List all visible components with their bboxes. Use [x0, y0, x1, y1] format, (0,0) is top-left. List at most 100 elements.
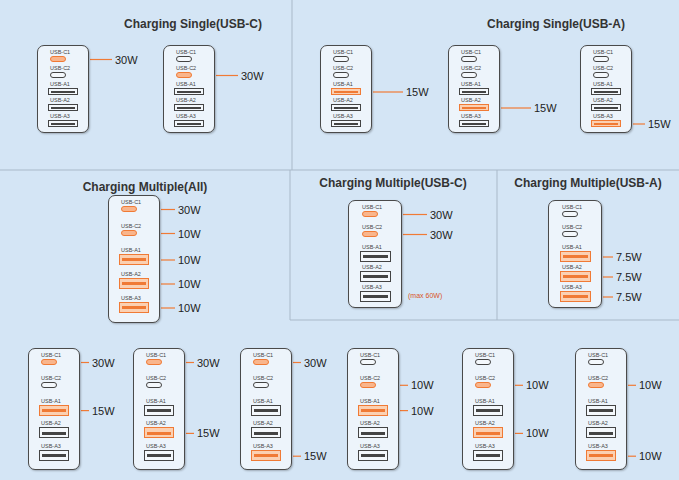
- port-tongue: [361, 454, 385, 457]
- charger-box: USB-C1USB-C2USB-A1USB-A2USB-A3: [575, 348, 627, 470]
- section-panel: Charging Single(USB-C) USB-C1USB-C2USB-A1…: [0, 0, 292, 170]
- usb-a-port: [459, 88, 489, 95]
- port-label: USB-C2: [461, 65, 481, 71]
- usb-a-port: [174, 88, 204, 95]
- wattage-label: 30W: [430, 229, 453, 241]
- port-label: USB-C2: [360, 375, 380, 381]
- usb-a-port: [360, 291, 391, 302]
- port-label: USB-A1: [475, 398, 495, 404]
- usb-c-port: [176, 56, 192, 62]
- wattage-label: 30W: [241, 70, 264, 82]
- usb-a-port: [119, 302, 149, 313]
- port-label: USB-C1: [461, 49, 481, 55]
- leader-line: [400, 410, 408, 411]
- usb-a-port: [560, 271, 591, 282]
- port-tongue: [363, 295, 388, 298]
- port-label: USB-A3: [176, 113, 196, 119]
- leader-line: [161, 233, 175, 234]
- usb-c-port: [41, 359, 57, 365]
- usb-a-port: [591, 88, 621, 95]
- port-label: USB-C2: [588, 375, 608, 381]
- charger-box: USB-C1USB-C2USB-A1USB-A2USB-A3: [240, 348, 292, 470]
- wattage-label: 10W: [178, 302, 201, 314]
- leader-line: [633, 123, 645, 124]
- usb-a-port: [331, 104, 361, 111]
- usb-a-port: [48, 88, 78, 95]
- leader-line: [186, 362, 194, 363]
- usb-c-port: [121, 206, 137, 212]
- usb-c-port: [562, 231, 578, 237]
- leader-line: [628, 456, 636, 457]
- wattage-label: 10W: [178, 254, 201, 266]
- port-tongue: [254, 409, 278, 412]
- usb-a-port: [473, 405, 503, 416]
- wattage-label: 10W: [526, 379, 549, 391]
- section-panel: Charging Multiple(USB-A)USB-C1USB-C2USB-…: [497, 170, 679, 320]
- section-heading: Charging Single(USB-C): [124, 17, 262, 31]
- leader-line: [90, 59, 112, 60]
- usb-a-port: [560, 291, 591, 302]
- usb-c-port: [475, 359, 491, 365]
- port-label: USB-A3: [588, 443, 608, 449]
- port-label: USB-A3: [461, 113, 481, 119]
- usb-a-port: [360, 271, 391, 282]
- charger-box: USB-C1USB-C2USB-A1USB-A2USB-A3: [448, 45, 500, 133]
- usb-c-port: [362, 211, 378, 217]
- usb-a-port: [473, 450, 503, 461]
- usb-c-port: [461, 56, 477, 62]
- wattage-label: 10W: [526, 427, 549, 439]
- port-label: USB-C1: [475, 352, 495, 358]
- port-tongue: [177, 123, 201, 125]
- wattage-label: 7.5W: [616, 271, 642, 283]
- wattage-label: 7.5W: [616, 291, 642, 303]
- leader-line: [403, 234, 427, 235]
- port-tongue: [361, 409, 385, 412]
- leader-line: [161, 209, 175, 210]
- max-note: (max 60W): [408, 292, 442, 299]
- port-tongue: [589, 409, 613, 412]
- divider-line: [290, 320, 679, 321]
- usb-a-port: [174, 120, 204, 127]
- leader-line: [403, 214, 427, 215]
- port-label: USB-A1: [461, 81, 481, 87]
- usb-c-port: [253, 382, 269, 388]
- port-tongue: [51, 123, 75, 125]
- usb-a-port: [473, 427, 503, 438]
- port-tongue: [177, 91, 201, 93]
- usb-a-port: [459, 120, 489, 127]
- section-panel: Charging Single(USB-A)USB-C1USB-C2USB-A1…: [292, 0, 679, 170]
- leader-line: [515, 385, 523, 386]
- port-tongue: [462, 107, 486, 109]
- wattage-label: 30W: [197, 357, 220, 369]
- charger-box: USB-C1USB-C2USB-A1USB-A2USB-A3: [108, 195, 160, 323]
- charger-box: USB-C1USB-C2USB-A1USB-A2USB-A3: [37, 45, 89, 133]
- usb-a-port: [358, 427, 388, 438]
- port-label: USB-C2: [593, 65, 613, 71]
- port-tongue: [177, 107, 201, 109]
- usb-a-port: [591, 120, 621, 127]
- usb-c-port: [121, 230, 137, 236]
- wattage-label: 15W: [304, 450, 327, 462]
- wattage-label: 10W: [639, 450, 662, 462]
- port-tongue: [334, 91, 358, 93]
- usb-c-port: [50, 72, 66, 78]
- wattage-label: 30W: [115, 54, 138, 66]
- port-label: USB-C2: [562, 224, 582, 230]
- usb-c-port: [593, 72, 609, 78]
- port-tongue: [334, 107, 358, 109]
- usb-a-port: [586, 427, 616, 438]
- section-heading: Charging Multiple(USB-A): [514, 176, 661, 190]
- divider-line: [0, 170, 679, 171]
- wattage-label: 30W: [178, 204, 201, 216]
- usb-c-port: [146, 359, 162, 365]
- port-label: USB-A2: [593, 97, 613, 103]
- usb-a-port: [358, 405, 388, 416]
- port-tongue: [254, 454, 278, 457]
- port-label: USB-A1: [253, 398, 273, 404]
- usb-a-port: [331, 88, 361, 95]
- wattage-label: 30W: [430, 209, 453, 221]
- leader-line: [216, 75, 238, 76]
- port-tongue: [563, 255, 588, 258]
- wattage-label: 15W: [534, 102, 557, 114]
- port-label: USB-A2: [50, 97, 70, 103]
